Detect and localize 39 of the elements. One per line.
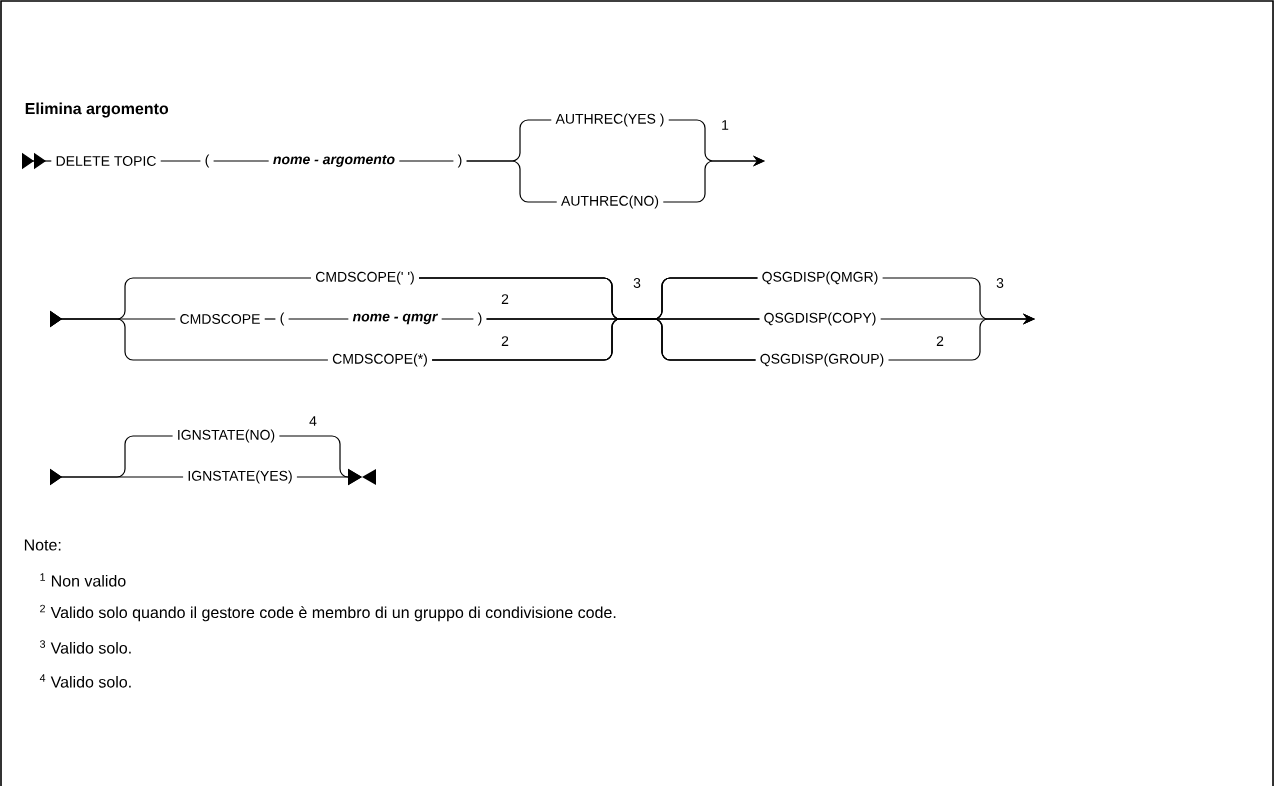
syntax-keyword: DELETE TOPIC [51,153,161,169]
railroad-line [213,160,270,162]
railroad-line [887,313,1035,361]
footnote-text: $^{1}$ Non valido [40,573,126,587]
footnote-number: 2 [501,294,509,304]
railroad-line [288,318,349,320]
syntax-keyword: IGNSTATE(NO) [172,426,280,446]
syntax-keyword: CMDSCOPE [175,311,265,327]
syntax-keyword: CMDSCOPE(' ') [311,268,419,288]
footnote-text: $^{2}$ Valido solo quando il gestore code è membro di un gruppo di condivisione code. [40,604,616,622]
parenthesis: ( [275,309,289,329]
footnote-number: 2 [936,336,944,346]
railroad-line [398,160,454,162]
syntax-keyword: CMDSCOPE(*) [328,350,432,370]
railroad-line [264,318,276,320]
footnote-text: $^{3}$ Valido solo. [40,640,131,654]
syntax-keyword: QSGDISP(COPY) [759,309,881,329]
syntax-keyword: IGNSTATE(YES) [183,467,297,487]
title: Elimina argomento [25,102,169,118]
notes-heading: Note: [24,539,61,551]
footnote-text: $^{4}$ Valido solo. [39,674,131,688]
footnote-number: 3 [996,278,1004,288]
footnote-number: 4 [309,416,317,426]
syntax-keyword: QSGDISP(GROUP) [755,350,889,370]
parameter-name: nome - qmgr [348,311,442,327]
railroad-line [441,318,474,320]
railroad-line [160,160,201,162]
parenthesis: ) [473,309,487,329]
syntax-keyword: QSGDISP(QMGR) [757,268,883,288]
footnote-number: 1 [722,120,729,130]
parenthesis: ( [200,151,214,171]
parenthesis: ) [453,151,467,171]
footnote-number: 3 [633,278,641,288]
footnote-number: 2 [501,336,509,346]
railroad-line [466,160,558,203]
parameter-name: nome - argomento [268,152,400,170]
syntax-keyword: AUTHREC(YES ) [551,110,669,130]
syntax-keyword: AUTHREC(NO) [557,192,663,212]
railroad-line [662,155,765,203]
